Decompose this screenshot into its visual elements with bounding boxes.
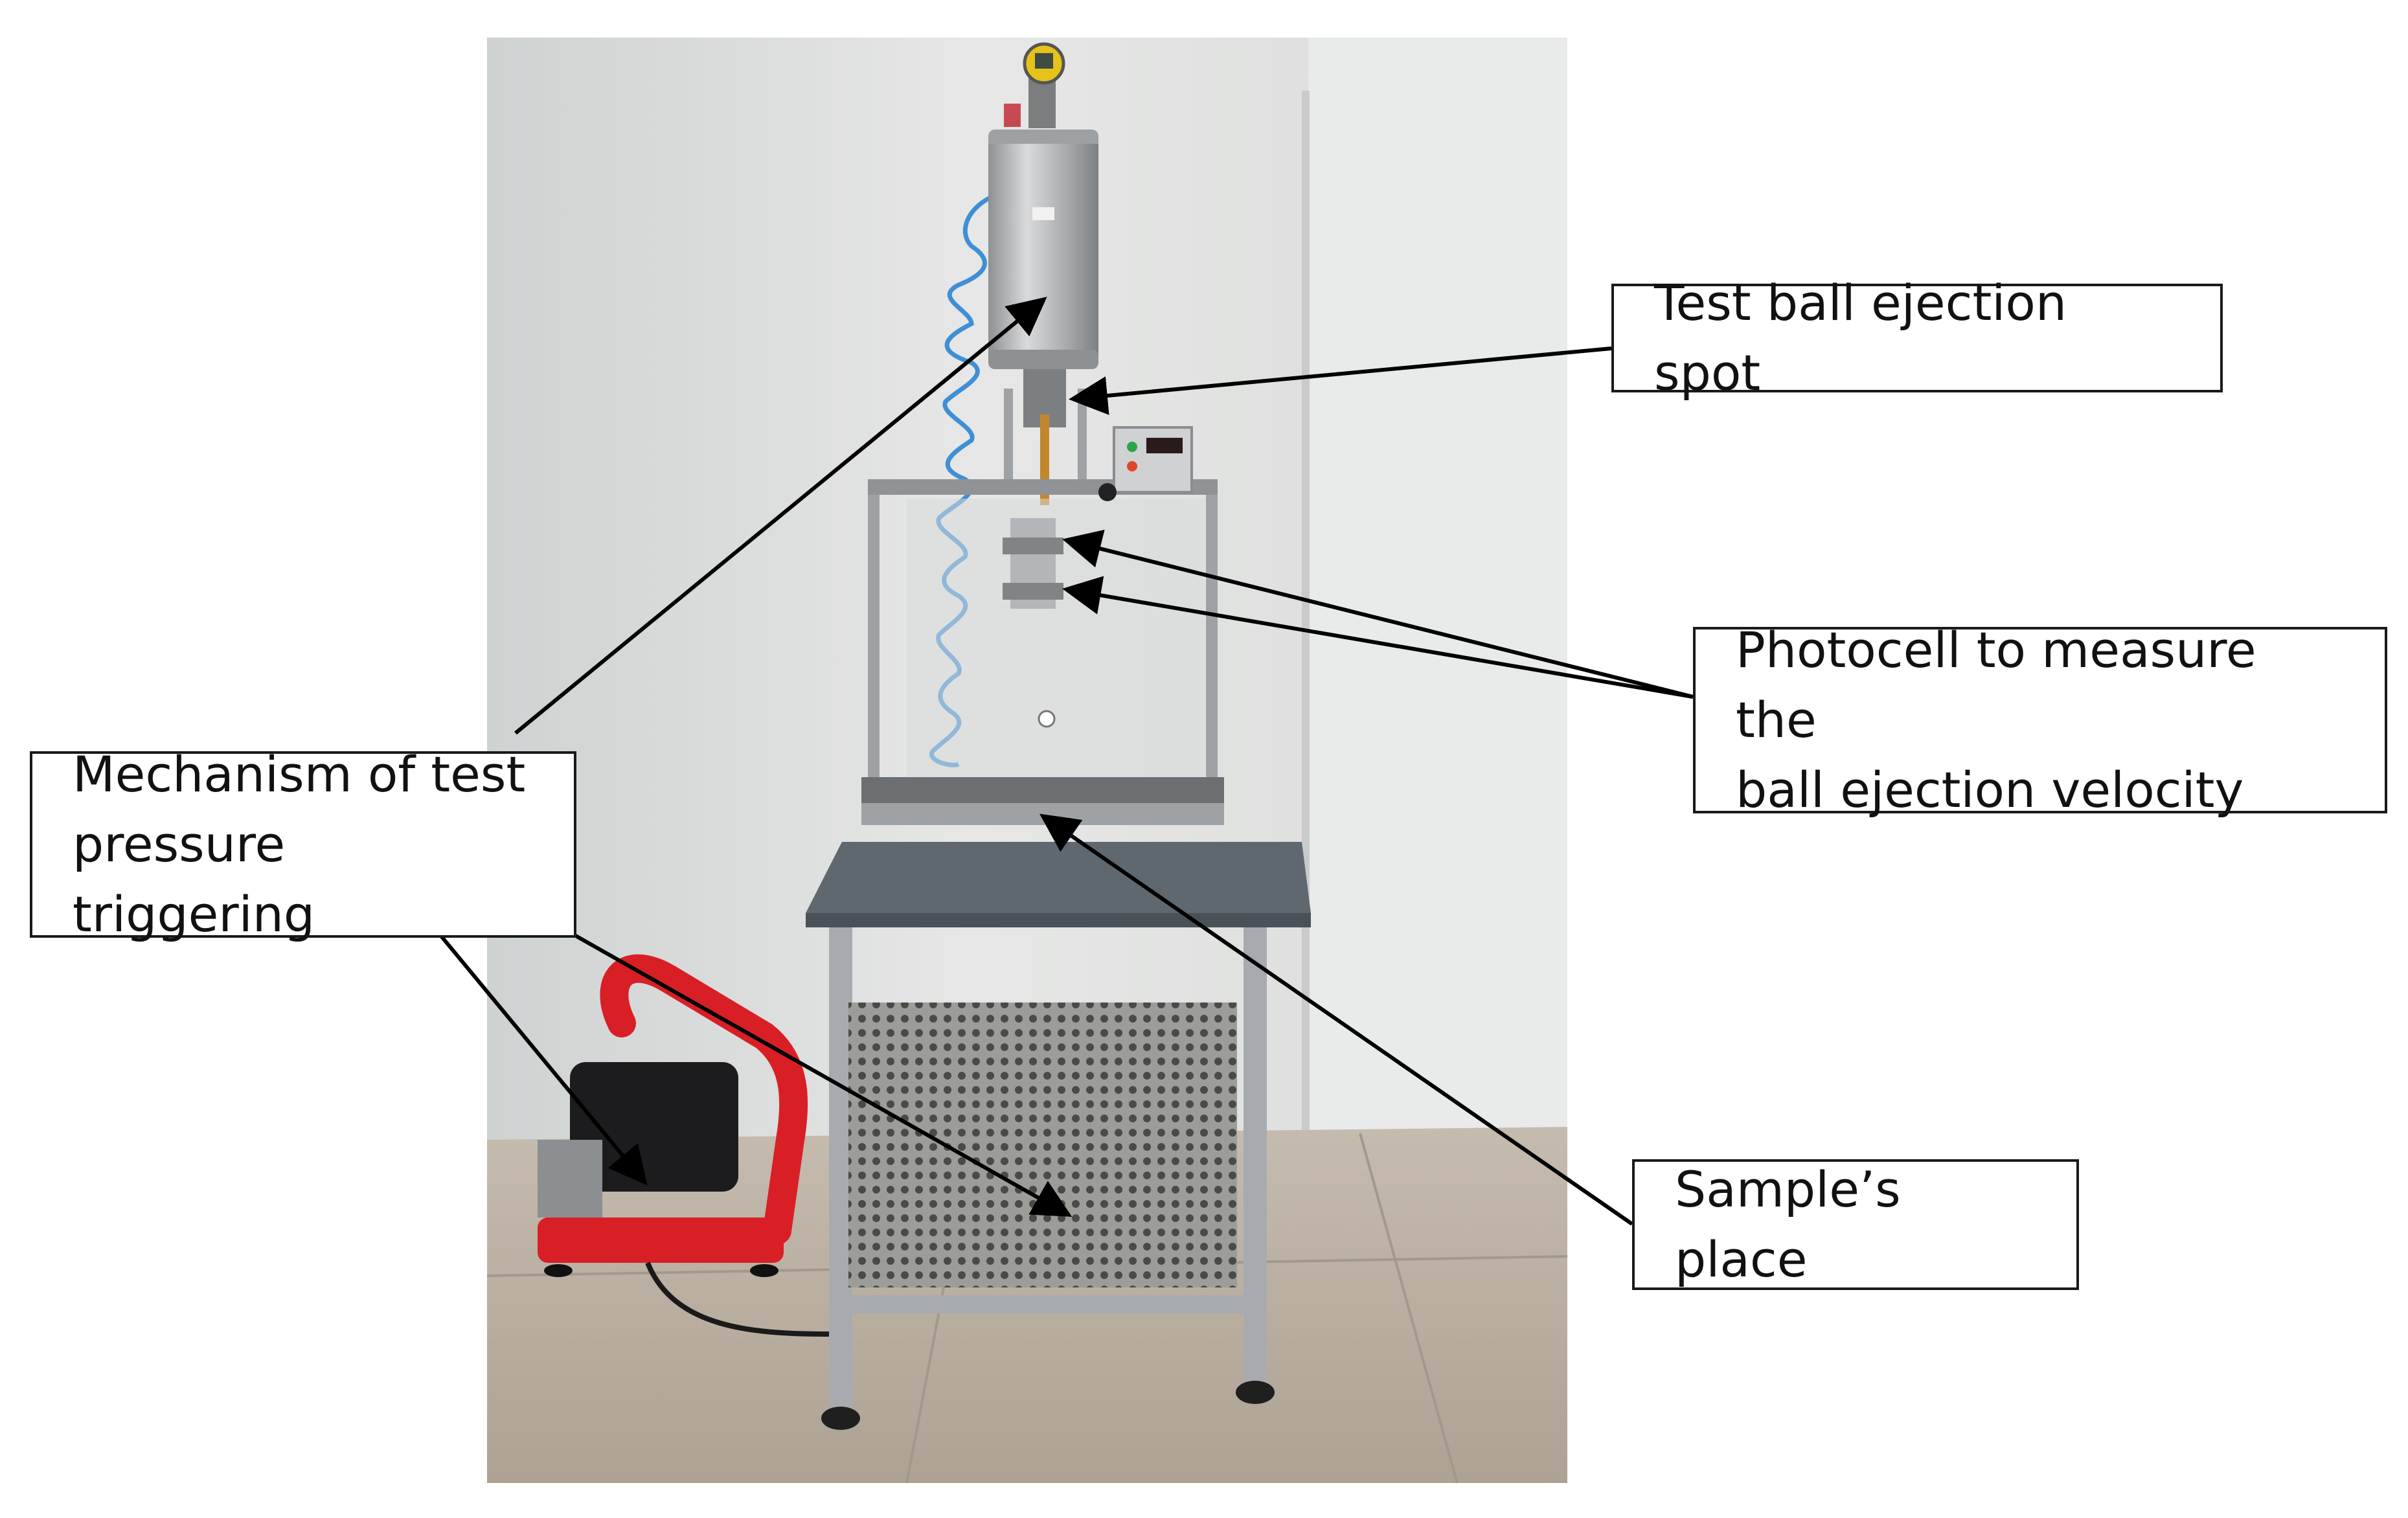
annotation-arrows (432, 297, 1694, 1226)
callout-text: Test ball ejection spot (1654, 274, 2067, 402)
callout-trigger-mechanism: Mechanism of test pressure triggering (30, 745, 576, 943)
arrow-sample-place (1039, 813, 1633, 1226)
callout-text: Photocell to measure the ball ejection v… (1736, 621, 2256, 819)
callout-text: Mechanism of test pressure triggering (73, 745, 526, 943)
callout-test-ball-ejection-spot: Test ball ejection spot (1611, 274, 2223, 402)
arrow-photocell-upper (1062, 529, 1694, 699)
callout-text: Sample’s place (1675, 1161, 1901, 1288)
arrow-trigger-upper (514, 297, 1047, 735)
arrow-ejection-spot (1069, 346, 1612, 415)
arrow-trigger-compressor (432, 926, 648, 1186)
callout-sample-place: Sample’s place (1632, 1159, 2079, 1290)
control-box (1098, 426, 1193, 501)
air-compressor (538, 954, 830, 1337)
table (806, 842, 1311, 1430)
arrow-photocell-lower (1062, 576, 1694, 699)
callout-photocell: Photocell to measure the ball ejection v… (1693, 621, 2387, 819)
arrow-trigger-table (560, 925, 1073, 1217)
